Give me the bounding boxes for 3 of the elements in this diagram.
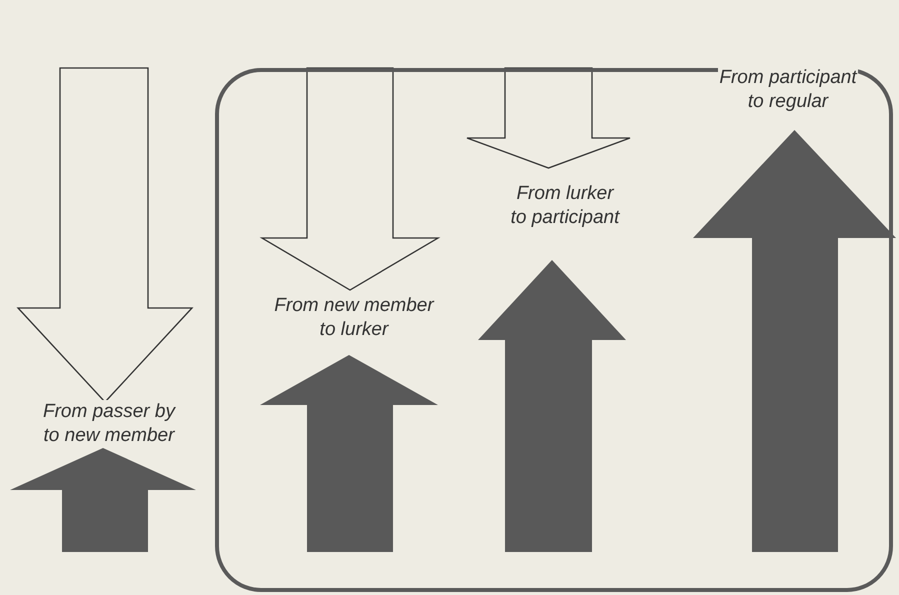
stage-label: From participant to regular bbox=[718, 66, 858, 114]
rounded-frame bbox=[215, 68, 893, 592]
stage-label: From lurker to participant bbox=[510, 182, 620, 230]
